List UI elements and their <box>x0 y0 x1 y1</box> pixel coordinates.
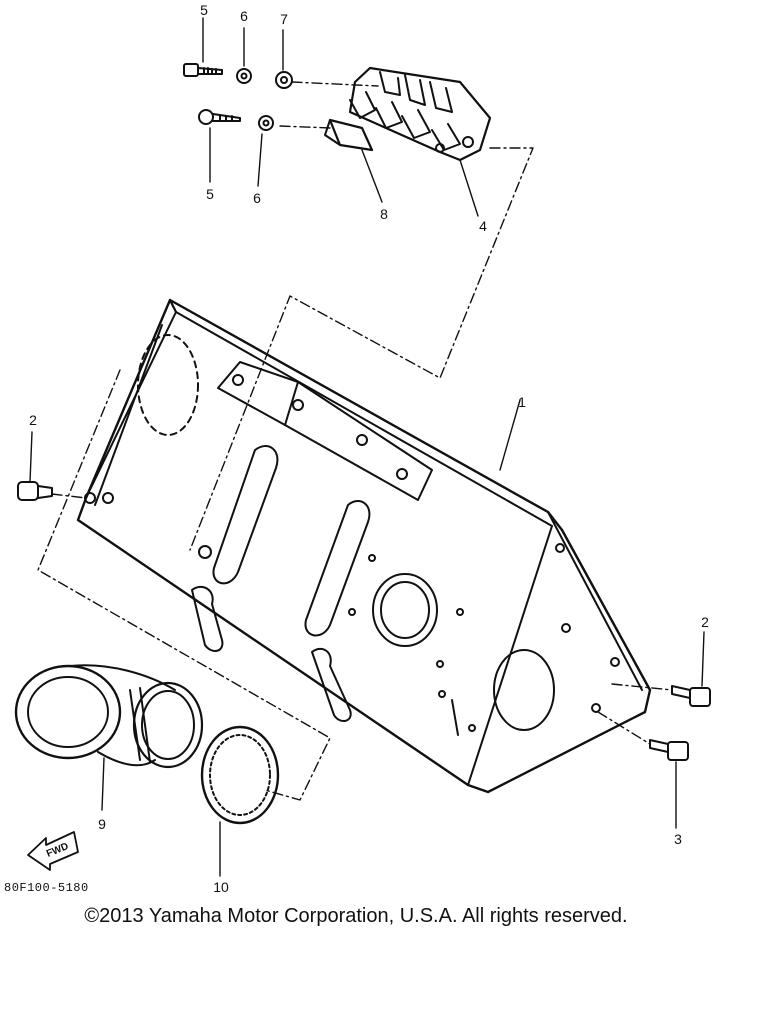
callout-7: 7 <box>280 11 288 27</box>
washer-part-7 <box>275 71 293 89</box>
copyright-notice: ©2013 Yamaha Motor Corporation, U.S.A. A… <box>84 905 628 927</box>
callout-2-left: 2 <box>29 412 37 428</box>
leader-lines <box>29 17 705 877</box>
clamp-ring-part-10 <box>200 725 280 825</box>
bolt-part-2-right <box>671 685 711 707</box>
callout-6-top: 6 <box>240 8 248 24</box>
diagram-part-code: 80F100-5180 <box>4 881 89 895</box>
callout-10: 10 <box>213 879 229 895</box>
callout-6-bottom: 6 <box>253 190 261 206</box>
callout-3: 3 <box>674 831 682 847</box>
callout-8: 8 <box>380 206 388 222</box>
callout-5-top: 5 <box>200 2 208 18</box>
callout-5-bottom: 5 <box>206 186 214 202</box>
callout-9: 9 <box>98 816 106 832</box>
main-plate-part-1 <box>76 298 652 794</box>
callout-1: 1 <box>518 394 526 410</box>
bolt-part-3 <box>649 739 689 761</box>
callout-2-right: 2 <box>701 614 709 630</box>
bolt-part-5-lower <box>198 109 241 125</box>
fwd-arrow-icon: FWD <box>27 831 79 871</box>
bolt-part-2-left <box>17 481 53 501</box>
nut-part-6-upper <box>236 68 252 84</box>
intake-joint-part-9 <box>14 664 204 769</box>
nut-part-6-lower <box>258 115 274 131</box>
damper-block-part-4 <box>348 66 492 162</box>
bolt-part-5-upper <box>183 63 223 77</box>
exploded-parts-diagram: FWD <box>14 17 711 877</box>
callout-4: 4 <box>479 218 487 234</box>
clip-part-8 <box>324 118 374 152</box>
